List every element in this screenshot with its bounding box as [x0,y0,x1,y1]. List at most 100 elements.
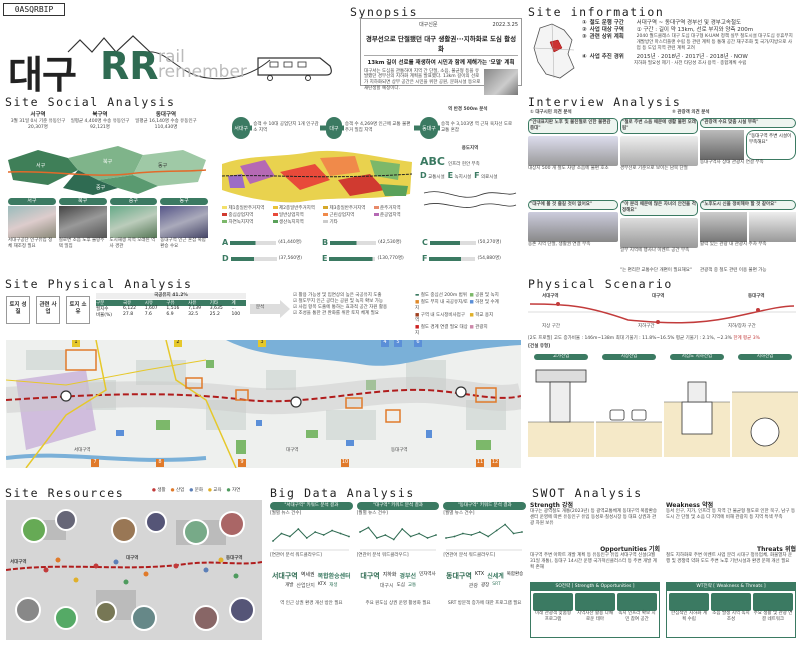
chart-point [280,532,283,535]
map-station-dongdaegu: 동대구역 [391,448,408,453]
bar [330,240,377,245]
marker-3: 3 [258,340,266,347]
chart-point [479,530,482,533]
interview-title: Interview Analysis [528,95,682,109]
chart-point [384,533,386,536]
bar [429,240,476,245]
type-elevated: 고가전입 [528,352,594,468]
radius-label: 역 반경 500m 분석 [448,107,488,112]
analysis-arrow: 분석 [250,300,290,318]
social-title: Site Social Analysis [5,95,176,109]
marker-5: 5 [394,340,402,347]
chart-series-line [272,527,350,542]
id-tag: 0ASQRBIP [3,3,65,16]
marker-1: 1 [72,340,80,347]
zoning-legend: 제1종일반주거지역 제2종일반주거지역 제3종일반주거지역 준주거지역 중심상업… [222,206,422,226]
marker-4: 4 [381,340,389,347]
bigdata-panels: "서대구역" 키워드 분석 결과 [월별 뉴스 건수] [연관어 분석 워드클라… [270,502,527,640]
map-station-daegu: 대구역 [286,448,299,453]
bigdata-panel: "동대구역" 키워드 분석 결과 [월별 뉴스 건수] [연관어 분석 워드클라… [443,502,527,640]
chart-point [462,532,465,535]
chart-point [339,532,342,535]
marker-2: 2 [174,340,182,347]
chart-point [375,536,378,539]
marker-11: 11 [476,459,484,467]
physical-findings: ☑ 활용 가능성 및 입면상의 높은 국공유지 도출 ☑ 철도부지 인근 공터는… [293,293,388,316]
chart-point [445,536,448,539]
chart-point [288,535,291,538]
news-photo [484,68,518,95]
physical-map: 1 2 3 4 5 6 7 8 9 10 11 12 서대구역 대구역 동대구역 [6,340,521,468]
marker-7: 7 [91,459,99,467]
bigdata-panel: "서대구역" 키워드 분석 결과 [월별 뉴스 건수] [연관어 분석 워드클라… [270,502,353,606]
marker-12: 12 [491,459,499,467]
bigdata-line-chart [272,527,350,550]
chart-point [297,527,300,530]
news-date: 2022.3.25 [492,22,518,28]
marker-10: 10 [341,459,349,467]
resources-title: Site Resources [5,486,125,500]
bigdata-line-chart [445,523,524,550]
news-headline: 경부선으로 단절됐던 대구 생활권···지하화로 도심 활성화 [364,33,518,56]
bigdata-title: Big Data Analysis [270,486,415,500]
chart-point [487,535,490,538]
news-subheadline: 13km 길이 선로를 재생하여 시민과 함께 제해가는 '모델' 계획 [367,59,515,66]
district-map: 서구 북구 중구 동구 [8,140,208,195]
chart-point [272,539,274,542]
logo-sub: rail remember [158,47,247,82]
map-label-jung: 중구 [96,185,106,191]
logo: 대구 RR rail remember [8,30,338,100]
chart-series-line [359,526,436,540]
zoning-summary: 용도지역 ABC 인프라 현안 부족 D 교통시설 E 녹지시설 F 의료시설 [420,146,520,226]
chart-point [453,535,456,538]
type-deep-underground: 지하전입 [732,352,798,468]
bigdata-panel: "대구역" 키워드 분석 결과 [월별 뉴스 건수] [연관어 분석 워드클라우… [356,502,440,640]
population-bars: A(41,440명) B(42,530명) C(50,270명) D(37,56… [222,238,502,263]
bar [429,256,476,261]
news-body: 대구서는 도심을 관통하며 지역 간 단절, 소음, 불균형 등을 유발했던 경… [364,68,481,92]
chart-point [496,529,498,532]
chart-point [314,530,317,533]
chart-point [426,536,429,539]
chart-point [504,523,507,526]
chart-point [400,527,403,530]
chart-point [417,532,420,535]
type-surface: 지상전입 [596,352,662,468]
chart-point [322,533,325,536]
type-shallow-underground: 저심도 지하전입 [664,352,730,468]
bar [329,256,376,261]
zoning-map [220,146,415,204]
map-label-buk: 북구 [103,159,113,165]
logo-rr: RR [100,44,159,88]
scenario-header: [2도 프로필] 고도 증가비율 : 146m~138m 최대 기울기 : 11… [528,336,760,341]
chart-point [367,526,370,529]
chart-point [512,532,515,535]
synopsis-news: 대구신문 2022.3.25 경부선으로 단절됐던 대구 생활권···지하화로 도… [360,18,522,95]
chart-point [470,533,473,536]
physical-legend: ▬ 철도 중심선 200m 범위 ■ 공원 및 녹지 ■ 철도 부지 내 국공유… [415,293,499,337]
map-station-seodaegu: 서대구역 [74,448,91,453]
chart-point [409,535,412,538]
interview-grid: "안내표지판 노후 및 불친절로 인한 불편감 증대" 대상지 500 개 철도… [528,118,796,273]
marker-8: 8 [156,459,164,467]
site-info-map [530,20,578,82]
resources-legend: ● 생활 ● 산업 ● 문화 ● 교육 ● 자연 [152,488,241,493]
logo-train-line-icon [67,35,332,81]
scenario-plan-label: [건설 유형] [528,344,551,349]
chart-point [392,538,395,541]
physical-tags: 토지 성질 관련 사업 토지 소유 [6,296,96,332]
res-station-seodaegu: 서대구역 [10,560,27,565]
news-source: 대구신문 [419,22,438,28]
scenario-profile: 서대구역 대구역 동대구역 지상 구간 지하구간 지하/장차 구간 [528,290,796,335]
chart-series-line [446,523,523,539]
synopsis-title: Synopsis [350,5,419,19]
interview-sub1: ① 대구시민 의견 분석 [530,110,572,115]
map-label-seo: 서구 [36,163,46,169]
